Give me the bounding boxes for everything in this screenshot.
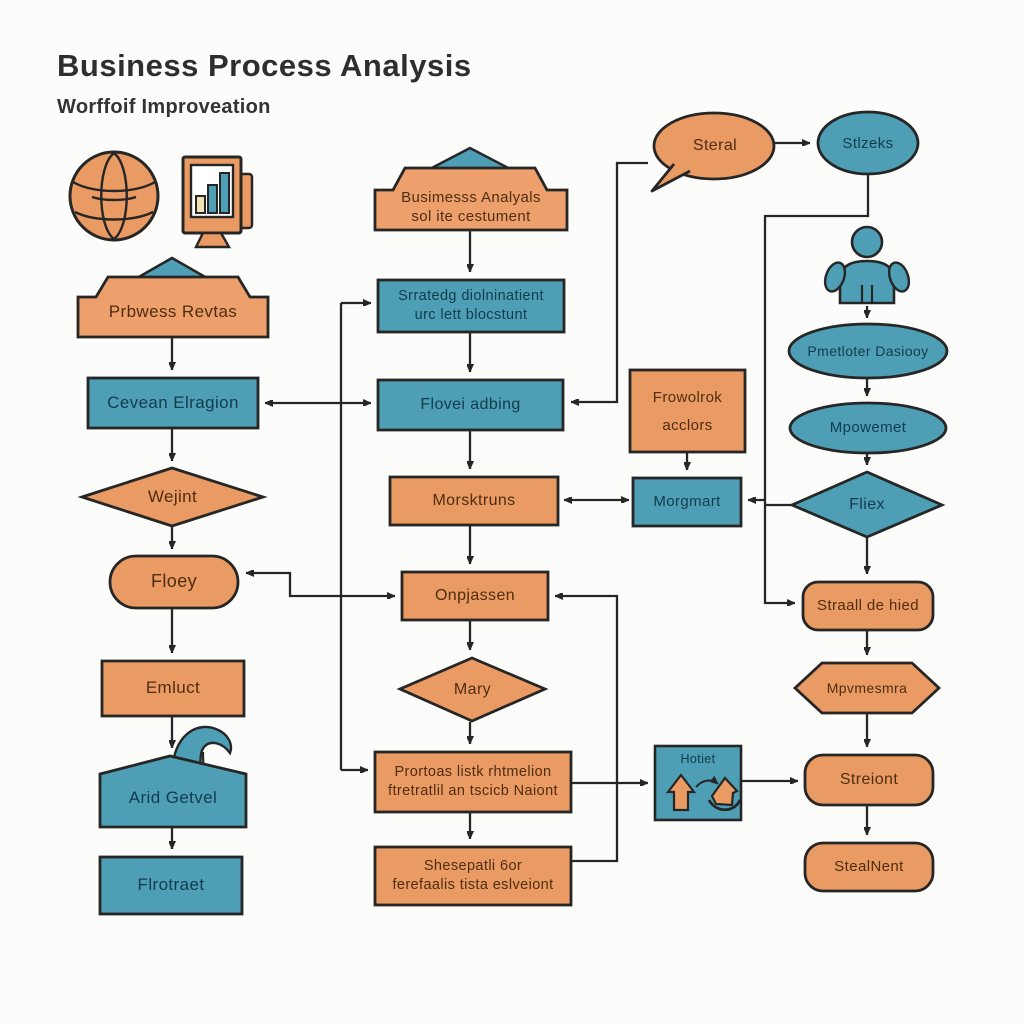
- node-mpowemet: [788, 401, 948, 455]
- node-stealnent: [803, 841, 935, 893]
- node-fliex-diamond: [788, 470, 946, 539]
- node-flovei-adbing: [376, 378, 565, 432]
- node-srratedg: [376, 278, 566, 334]
- page-subtitle: Worffoif Improveation: [57, 96, 271, 118]
- node-streiont: [803, 753, 935, 807]
- node-morsktruns: [388, 475, 560, 527]
- node-morgmart: [631, 476, 743, 528]
- node-arid-getvel: [98, 725, 248, 829]
- speech-bubble: [652, 111, 776, 181]
- node-steral-bubble: [650, 111, 776, 193]
- node-straall: [801, 580, 935, 632]
- node-hotiet: [653, 744, 743, 822]
- pie-chart-icon: [68, 150, 160, 242]
- node-onpjassen: [400, 570, 550, 622]
- node-shesepatli: [373, 845, 573, 907]
- node-prortoas: [373, 750, 573, 814]
- node-mary-diamond: [396, 656, 549, 723]
- node-pmetloter: [787, 322, 949, 380]
- node-stlzeks: [816, 110, 920, 176]
- node-mpvmesmra-hexagon: [792, 661, 942, 715]
- node-wejint-diamond: [77, 466, 268, 528]
- node-emluct: [100, 659, 246, 718]
- monitor-chart-icon: [181, 155, 254, 249]
- node-flrotraet: [98, 855, 244, 916]
- page-title: Business Process Analysis: [57, 48, 472, 83]
- person-icon: [823, 225, 911, 305]
- house-transfer-icon: [665, 773, 742, 812]
- node-prbwess-revtas: [76, 256, 270, 339]
- node-floey: [108, 554, 240, 610]
- node-frowolrok: [628, 368, 747, 454]
- node-busimesss-analyals: [373, 146, 569, 232]
- node-cevean-elragion: [86, 376, 260, 430]
- connector-arrows: [172, 143, 868, 863]
